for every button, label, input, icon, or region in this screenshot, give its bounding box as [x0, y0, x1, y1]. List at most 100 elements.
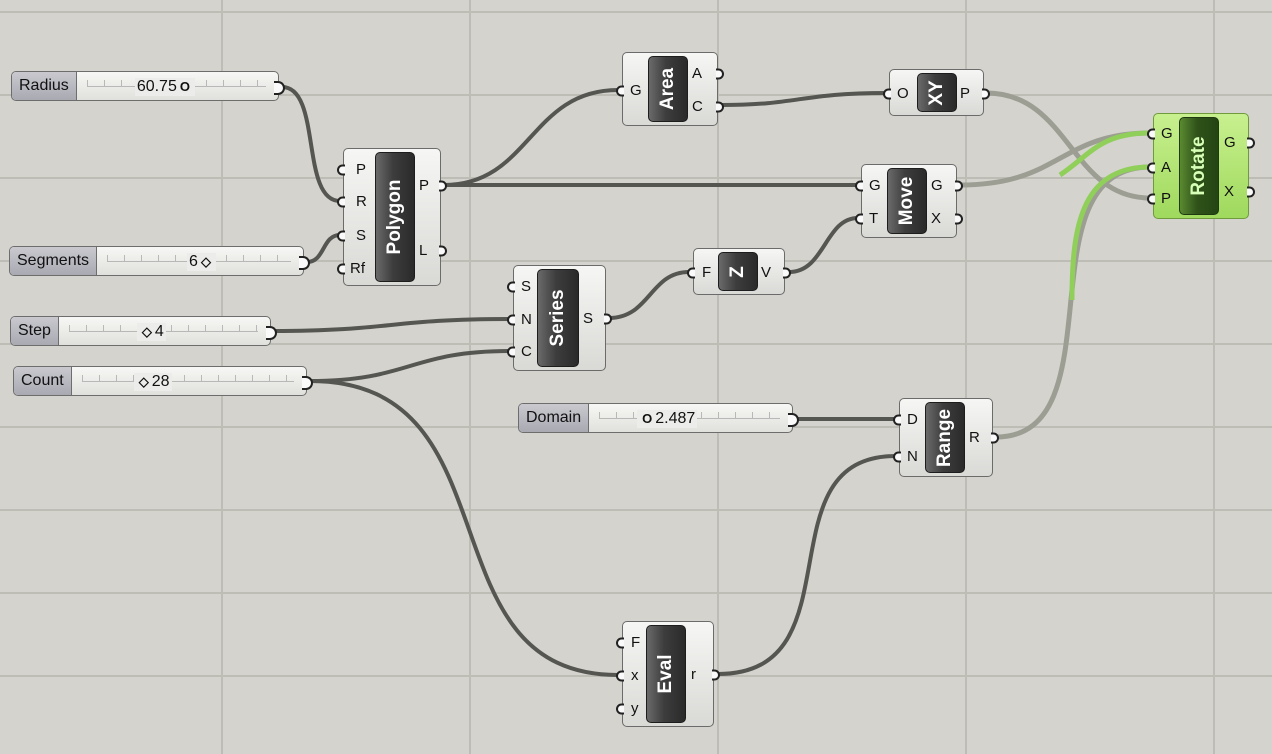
slider-output-pin[interactable]: [266, 326, 277, 340]
output-port-label: r: [691, 666, 696, 683]
output-pin[interactable]: [955, 213, 963, 225]
wire-step-to-series-n[interactable]: [273, 317, 511, 333]
output-pin[interactable]: [991, 432, 999, 444]
input-pin[interactable]: [616, 670, 624, 682]
wire-segments-to-polygon-s[interactable]: [306, 233, 341, 264]
range-component[interactable]: Range D N R: [893, 398, 999, 477]
output-pin[interactable]: [955, 180, 963, 192]
output-port-label: P: [419, 177, 430, 194]
polygon-component[interactable]: Polygon P R S Rf P L: [337, 148, 447, 286]
input-pin[interactable]: [616, 703, 624, 715]
slider-knob-icon[interactable]: O: [642, 411, 653, 426]
output-pin[interactable]: [1247, 186, 1255, 198]
component-name: Z: [727, 265, 748, 278]
input-pin[interactable]: [337, 164, 345, 176]
wire-area-to-xy[interactable]: [720, 91, 887, 107]
output-pin[interactable]: [712, 669, 720, 681]
input-port-label: F: [631, 634, 641, 651]
output-pin[interactable]: [604, 313, 612, 325]
wire-eval-to-range-n[interactable]: [717, 454, 897, 676]
slider-knob-icon[interactable]: ◇: [141, 324, 152, 339]
input-pin[interactable]: [1147, 128, 1155, 140]
slider-track[interactable]: 6◇: [97, 247, 303, 275]
wire-radius-to-polygon-r[interactable]: [281, 85, 341, 203]
slider-knob-icon[interactable]: O: [179, 79, 190, 94]
output-pin[interactable]: [716, 101, 724, 113]
input-pin[interactable]: [855, 213, 863, 225]
input-port-label: A: [1161, 159, 1172, 176]
input-port-label: G: [1161, 125, 1173, 142]
slider-label: Segments: [10, 247, 98, 275]
input-pin[interactable]: [687, 267, 695, 279]
slider-label: Domain: [519, 404, 590, 432]
input-pin[interactable]: [507, 281, 515, 293]
z-component[interactable]: Z F V: [687, 248, 791, 295]
output-pin[interactable]: [982, 88, 990, 100]
input-pin[interactable]: [337, 263, 345, 275]
output-pin[interactable]: [439, 180, 447, 192]
slider-value: 6: [189, 253, 198, 270]
segments-slider[interactable]: Segments 6◇: [9, 246, 310, 276]
output-port-label: G: [931, 177, 943, 194]
wire-series-to-z[interactable]: [608, 270, 690, 320]
input-pin[interactable]: [1147, 193, 1155, 205]
input-pin[interactable]: [1147, 162, 1155, 174]
series-component[interactable]: Series S N C S: [507, 265, 612, 371]
input-port-label: G: [630, 82, 642, 99]
input-port-label: S: [356, 227, 367, 244]
step-slider[interactable]: Step ◇4: [10, 316, 277, 346]
input-pin[interactable]: [616, 637, 624, 649]
input-port-label: x: [631, 667, 639, 684]
input-pin[interactable]: [507, 314, 515, 326]
slider-output-pin[interactable]: [299, 256, 310, 270]
input-pin[interactable]: [337, 196, 345, 208]
slider-output-pin[interactable]: [274, 81, 285, 95]
output-pin[interactable]: [716, 68, 724, 80]
wire-count-to-eval-x[interactable]: [309, 379, 619, 677]
output-pin[interactable]: [783, 267, 791, 279]
input-pin[interactable]: [883, 88, 891, 100]
slider-output-pin[interactable]: [302, 376, 313, 390]
area-component[interactable]: Area G A C: [616, 52, 724, 126]
slider-track[interactable]: ◇28: [72, 367, 306, 395]
wire-move-to-rotate-g[interactable]: [959, 130, 1151, 188]
input-pin[interactable]: [893, 451, 901, 463]
slider-knob-icon[interactable]: ◇: [138, 374, 149, 389]
input-port-label: C: [521, 343, 532, 360]
input-pin[interactable]: [507, 346, 515, 358]
output-port-label: R: [969, 429, 980, 446]
input-pin[interactable]: [893, 414, 901, 426]
slider-value: 2.487: [655, 410, 696, 427]
wire-range-to-rotate-a[interactable]: [995, 164, 1151, 440]
input-pin[interactable]: [337, 230, 345, 242]
input-port-label: N: [907, 448, 918, 465]
rotate-component[interactable]: Rotate G A P G X: [1147, 113, 1255, 219]
component-name: Rotate: [1188, 136, 1209, 196]
wire-count-to-series-c[interactable]: [309, 349, 511, 383]
slider-track[interactable]: ◇4: [59, 317, 270, 345]
eval-component[interactable]: Eval F x y r: [616, 621, 720, 727]
slider-knob-icon[interactable]: ◇: [200, 254, 211, 269]
slider-output-pin[interactable]: [788, 413, 799, 427]
output-pin[interactable]: [439, 245, 447, 257]
output-port-label: V: [761, 264, 772, 281]
move-component[interactable]: Move G T G X: [855, 164, 963, 238]
wire-xy-to-rotate-p[interactable]: [985, 90, 1151, 201]
input-port-label: F: [702, 264, 712, 281]
count-slider[interactable]: Count ◇28: [13, 366, 313, 396]
input-pin[interactable]: [855, 180, 863, 192]
output-pin[interactable]: [1247, 137, 1255, 149]
input-port-label: P: [356, 161, 367, 178]
input-port-label: Rf: [350, 260, 365, 277]
wire-polygon-to-area[interactable]: [443, 88, 619, 187]
slider-label: Count: [14, 367, 72, 395]
xy-component[interactable]: XY O P: [883, 69, 990, 116]
component-name: Eval: [655, 654, 676, 694]
input-pin[interactable]: [616, 85, 624, 97]
wire-z-to-move-t[interactable]: [788, 216, 859, 274]
